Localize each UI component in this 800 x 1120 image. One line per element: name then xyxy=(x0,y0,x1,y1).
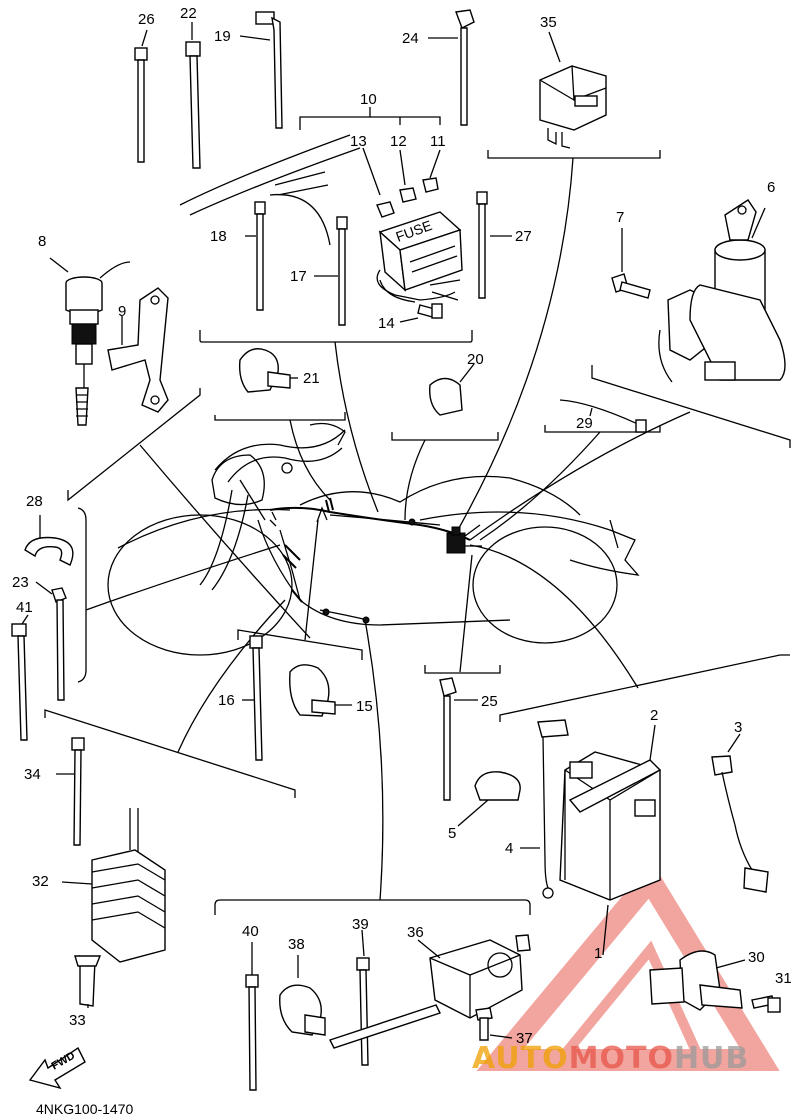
label-31: 31 xyxy=(775,970,792,987)
label-28: 28 xyxy=(26,493,43,510)
label-1: 1 xyxy=(594,945,602,962)
motorcycle-outline xyxy=(107,422,640,656)
label-39: 39 xyxy=(352,916,369,933)
label-8: 8 xyxy=(38,233,46,250)
fuse-box-group xyxy=(179,107,512,326)
regulator-group xyxy=(56,737,166,1008)
fwd-arrow-icon: FWD xyxy=(28,1046,86,1090)
label-37: 37 xyxy=(516,1030,533,1047)
label-23: 23 xyxy=(12,574,29,591)
label-11: 11 xyxy=(430,133,446,150)
bottom-parts xyxy=(245,929,531,1091)
label-36: 36 xyxy=(407,924,424,941)
label-13: 13 xyxy=(350,133,367,150)
watermark-part-1: AUTO xyxy=(472,1041,569,1076)
label-27: 27 xyxy=(515,228,532,245)
label-30: 30 xyxy=(748,949,765,966)
label-33: 33 xyxy=(69,1012,86,1029)
leader-lines xyxy=(85,157,691,901)
watermark-text: AUTOMOTOHUB xyxy=(472,1041,749,1076)
label-26: 26 xyxy=(138,11,155,28)
label-21: 21 xyxy=(303,370,320,387)
label-29: 29 xyxy=(576,415,593,432)
top-cable-ties xyxy=(134,9,607,169)
label-41: 41 xyxy=(16,599,33,616)
switch-8-bracket-9 xyxy=(49,257,169,426)
label-6: 6 xyxy=(767,179,775,196)
label-32: 32 xyxy=(32,873,49,890)
clamps-21-20-29 xyxy=(238,348,647,433)
svg-text:AUTOMOTOHUB: AUTOMOTOHUB xyxy=(472,1041,749,1076)
diagram-code: 4NKG100-1470 xyxy=(36,1101,134,1117)
label-16: 16 xyxy=(218,692,235,709)
clips-28-23-41 xyxy=(11,515,74,741)
label-20: 20 xyxy=(467,351,484,368)
label-19: 19 xyxy=(214,28,231,45)
battery-group xyxy=(457,719,781,1013)
watermark-part-2: MOTO xyxy=(569,1041,674,1076)
watermark-triangle xyxy=(476,861,780,1071)
tie-16-clamp-15 xyxy=(242,635,352,761)
clip-25 xyxy=(439,677,478,801)
label-5: 5 xyxy=(448,825,456,842)
label-25: 25 xyxy=(481,693,498,710)
label-22: 22 xyxy=(180,5,197,22)
group-brackets xyxy=(44,150,791,915)
label-18: 18 xyxy=(210,228,227,245)
ignition-switch xyxy=(611,199,786,383)
label-24: 24 xyxy=(402,30,419,47)
label-34: 34 xyxy=(24,766,41,783)
label-38: 38 xyxy=(288,936,305,953)
label-15: 15 xyxy=(356,698,373,715)
label-12: 12 xyxy=(390,133,407,150)
label-14: 14 xyxy=(378,315,395,332)
watermark-part-3: HUB xyxy=(674,1041,749,1076)
label-10: 10 xyxy=(360,91,377,108)
label-3: 3 xyxy=(734,719,742,736)
label-40: 40 xyxy=(242,923,259,940)
label-7: 7 xyxy=(616,209,624,226)
label-35: 35 xyxy=(540,14,557,31)
label-9: 9 xyxy=(118,303,126,320)
label-2: 2 xyxy=(650,707,658,724)
label-4: 4 xyxy=(505,840,513,857)
part-labels: 1 2 3 4 5 6 7 8 9 10 11 12 13 14 15 16 1… xyxy=(12,5,792,1047)
label-17: 17 xyxy=(290,268,307,285)
